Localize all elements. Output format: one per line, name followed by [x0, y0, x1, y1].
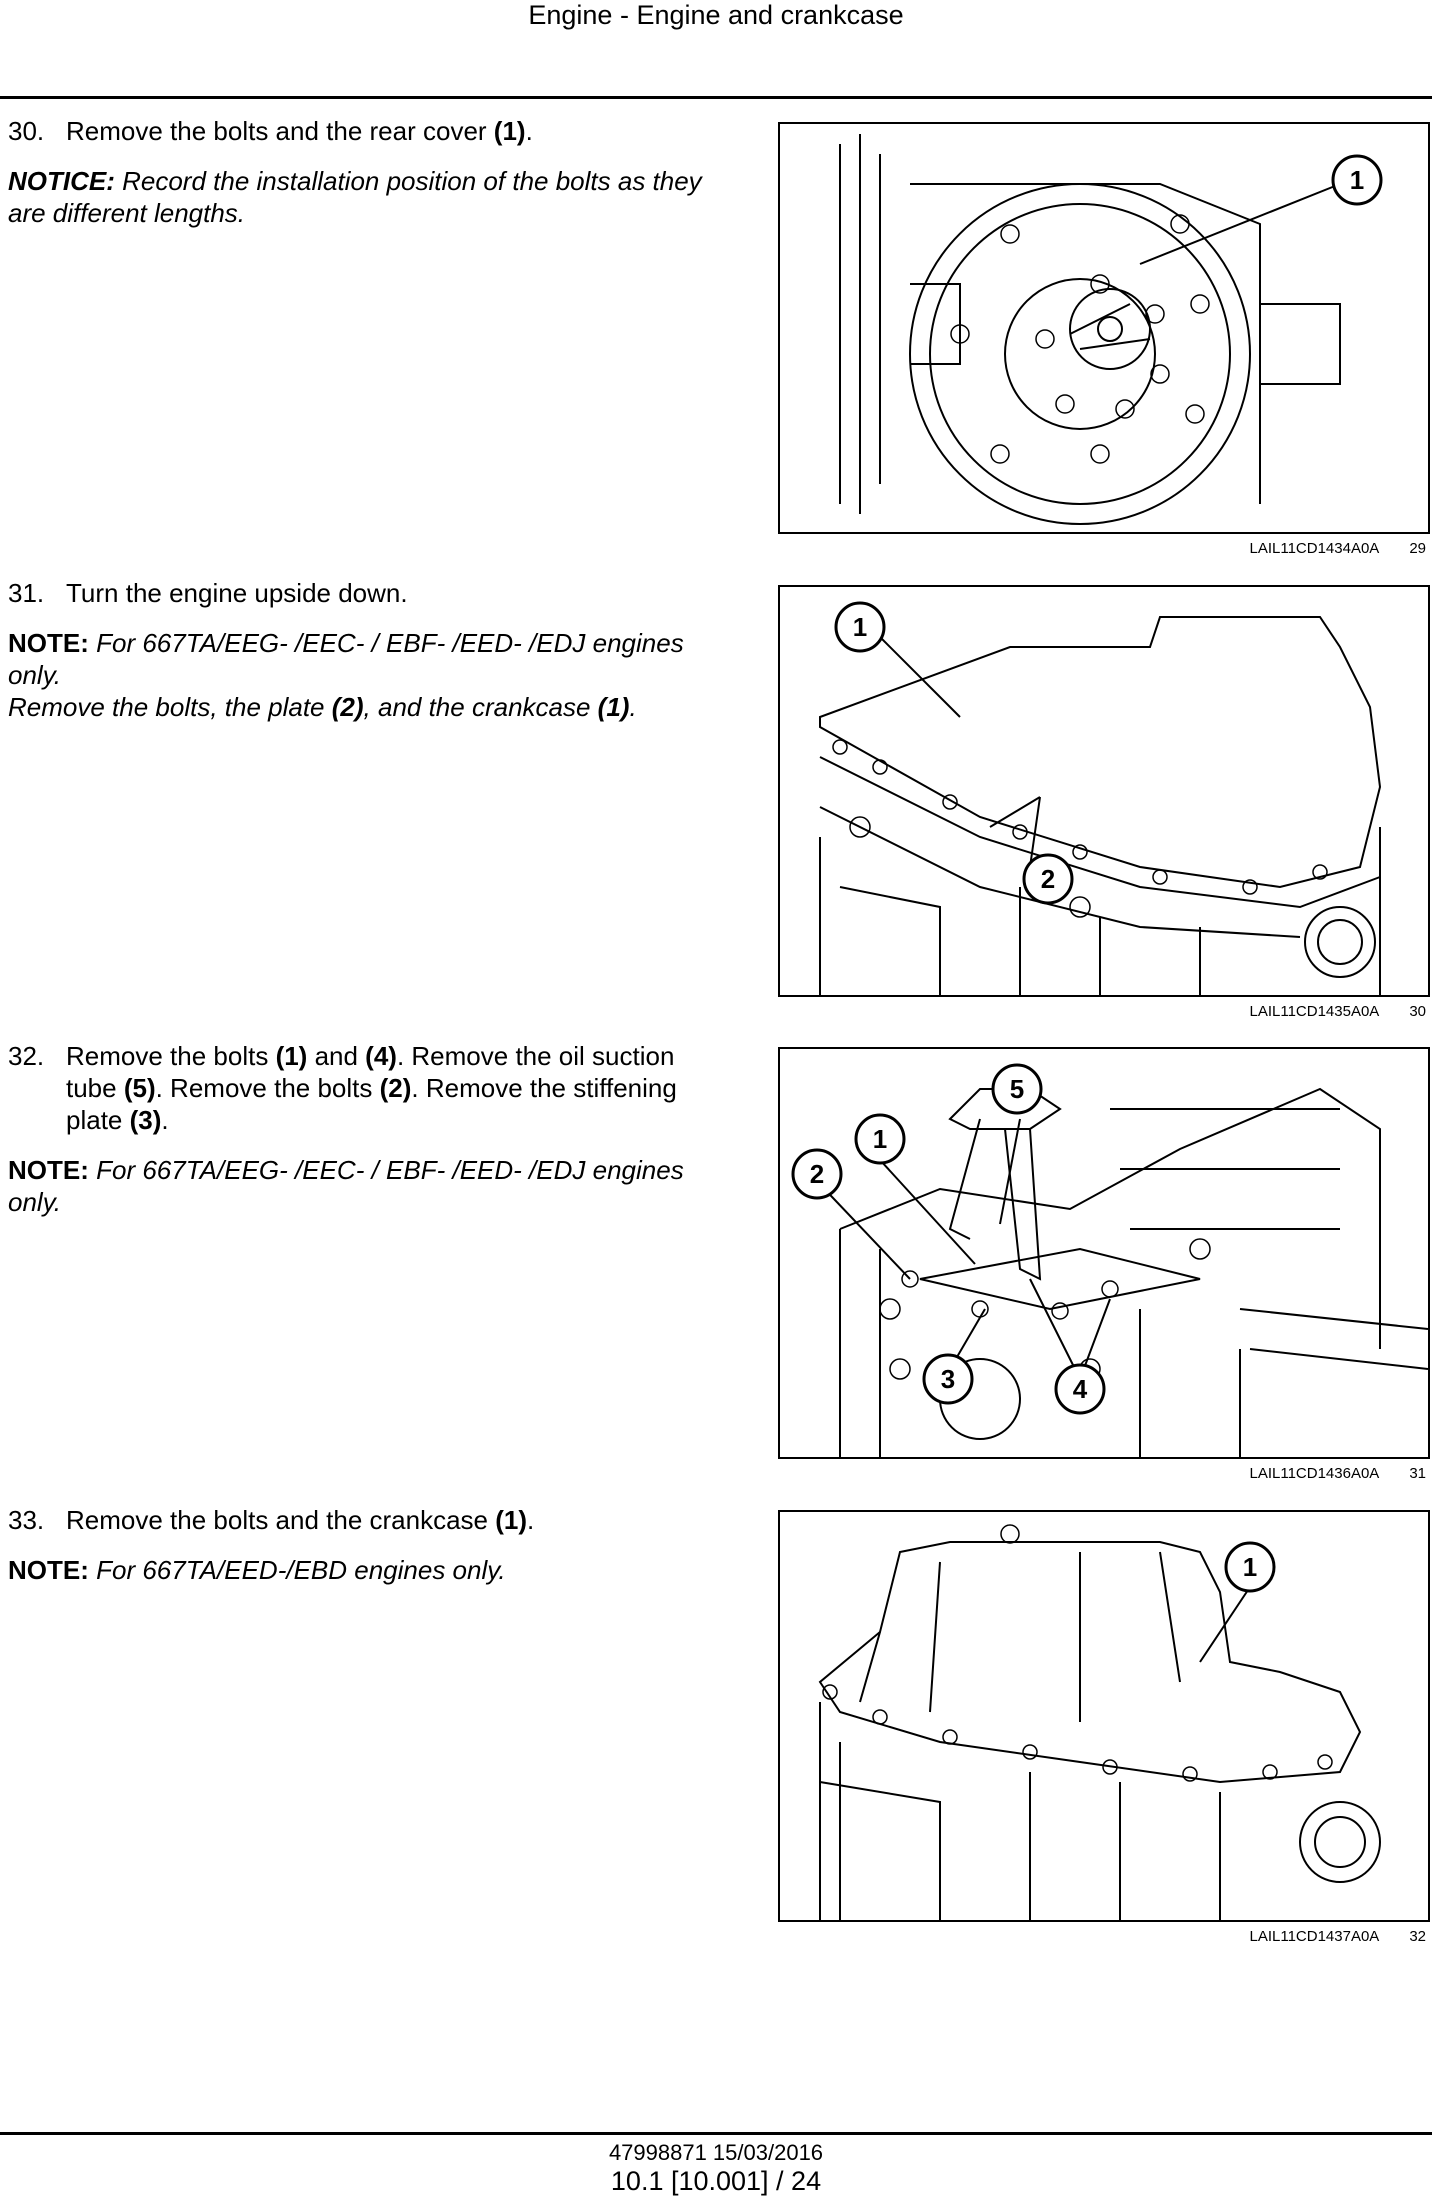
callout-1: 1 — [854, 1113, 906, 1165]
note: NOTE: For 667TA/EED-/EBD engines only. — [8, 1554, 718, 1586]
step-text: Turn the engine upside down. — [66, 578, 408, 608]
reference-3: (3) — [129, 1105, 162, 1135]
callout-3: 3 — [922, 1353, 974, 1405]
note-text: For 667TA/EED-/EBD engines only. — [88, 1555, 506, 1585]
step-33: 33. Remove the bolts and the crankcase (… — [8, 1504, 718, 1604]
note-text: For 667TA/EEG- /EEC- / EBF- /EED- /EDJ e… — [8, 1155, 684, 1217]
page-header: Engine - Engine and crankcase — [528, 0, 904, 30]
svg-text:4: 4 — [1073, 1374, 1088, 1404]
figure-crankcase-alt: 1 — [778, 1510, 1430, 1922]
reference-1: (1) — [493, 116, 526, 146]
step-number: 31. — [8, 578, 45, 608]
reference-2: (2) — [331, 692, 364, 722]
text-seg: . — [161, 1105, 169, 1135]
reference-2: (2) — [379, 1073, 412, 1103]
figure-code: LAIL11CD1435A0A — [1249, 1003, 1380, 1020]
note-label: NOTE: — [8, 1555, 89, 1585]
text-seg: . Remove the stiffening plate — [66, 1073, 677, 1135]
step-text-end: . — [527, 1505, 535, 1535]
svg-text:5: 5 — [1010, 1074, 1024, 1104]
svg-text:1: 1 — [1350, 165, 1364, 195]
figure-code: LAIL11CD1434A0A — [1249, 540, 1380, 557]
step-number: 33. — [8, 1505, 45, 1535]
reference-1: (1) — [597, 692, 630, 722]
notice: NOTICE: Record the installation position… — [8, 165, 718, 229]
step-30: 30. Remove the bolts and the rear cover … — [8, 115, 718, 247]
figure-number: 32 — [1409, 1928, 1426, 1945]
notice-label: NOTICE: — [8, 166, 115, 196]
step-32: 32. Remove the bolts (1) and (4). Remove… — [8, 1040, 718, 1236]
rear-cover-illustration: 1 — [839, 134, 1383, 525]
instruction-text: , and the crankcase — [363, 692, 598, 722]
figure-number: 31 — [1409, 1465, 1426, 1482]
svg-text:1: 1 — [853, 612, 867, 642]
figure-code: LAIL11CD1436A0A — [1249, 1465, 1380, 1482]
figure-number: 30 — [1409, 1003, 1426, 1020]
figure-crankcase: 1 2 — [778, 585, 1430, 997]
step-31: 31. Turn the engine upside down. NOTE: F… — [8, 577, 718, 741]
header-rule — [0, 96, 1432, 99]
callout-2: 2 — [791, 1148, 843, 1200]
reference-5: (5) — [123, 1073, 156, 1103]
figure-number: 29 — [1409, 540, 1426, 557]
text-seg: . Remove the oil suction tube — [66, 1041, 675, 1103]
step-number: 30. — [8, 116, 45, 146]
step-text: Remove the bolts (1) and (4). Remove the… — [66, 1040, 718, 1136]
svg-text:2: 2 — [1041, 864, 1055, 894]
text-seg: . Remove the bolts — [155, 1073, 380, 1103]
callout-1: 1 — [1224, 1541, 1276, 1593]
step-number: 32. — [8, 1041, 45, 1071]
oil-suction-tube-illustration: 1 2 3 4 5 — [791, 1063, 1428, 1457]
text-seg: and — [307, 1041, 366, 1071]
crankcase-alt-illustration: 1 — [818, 1524, 1381, 1920]
figure-caption: LAIL11CD1434A0A 29 — [1180, 540, 1426, 557]
footer-rule — [0, 2132, 1432, 2135]
note: NOTE: For 667TA/EEG- /EEC- / EBF- /EED- … — [8, 1154, 718, 1218]
svg-text:1: 1 — [873, 1124, 887, 1154]
notice-text: Record the installation position of the … — [8, 166, 702, 228]
note: NOTE: For 667TA/EEG- /EEC- / EBF- /EED- … — [8, 627, 718, 691]
callout-2: 2 — [1022, 853, 1074, 905]
callout-5: 5 — [991, 1063, 1043, 1115]
figure-rear-cover: 1 — [778, 122, 1430, 534]
note-label: NOTE: — [8, 1155, 89, 1185]
svg-text:3: 3 — [941, 1364, 955, 1394]
figure-caption: LAIL11CD1437A0A 32 — [1180, 1928, 1426, 1945]
callout-4: 4 — [1054, 1363, 1106, 1415]
instruction-text: Remove the bolts, the plate — [8, 692, 332, 722]
callout-1: 1 — [834, 601, 886, 653]
text-seg: Remove the bolts — [66, 1041, 276, 1071]
figure-caption: LAIL11CD1436A0A 31 — [1180, 1465, 1426, 1482]
callout-1: 1 — [1331, 154, 1383, 206]
step-text-end: . — [525, 116, 533, 146]
instruction-end: . — [629, 692, 637, 722]
footer-page-number: 10.1 [10.001] / 24 — [610, 2166, 822, 2196]
figure-caption: LAIL11CD1435A0A 30 — [1180, 1003, 1426, 1020]
step-text: Remove the bolts and the rear cover — [66, 116, 494, 146]
svg-text:2: 2 — [810, 1159, 824, 1189]
figure-oil-suction-tube: 1 2 3 4 5 — [778, 1047, 1430, 1459]
crankcase-illustration: 1 2 — [819, 601, 1382, 995]
reference-1: (1) — [275, 1041, 308, 1071]
note-label: NOTE: — [8, 628, 89, 658]
note-text: For 667TA/EEG- /EEC- / EBF- /EED- /EDJ e… — [8, 628, 684, 690]
svg-text:1: 1 — [1243, 1552, 1257, 1582]
footer-doc-id: 47998871 15/03/2016 — [608, 2140, 824, 2165]
note-instruction: Remove the bolts, the plate (2), and the… — [8, 691, 718, 723]
reference-4: (4) — [365, 1041, 397, 1071]
figure-code: LAIL11CD1437A0A — [1249, 1928, 1380, 1945]
step-text: Remove the bolts and the crankcase — [66, 1505, 496, 1535]
reference-1: (1) — [495, 1505, 528, 1535]
